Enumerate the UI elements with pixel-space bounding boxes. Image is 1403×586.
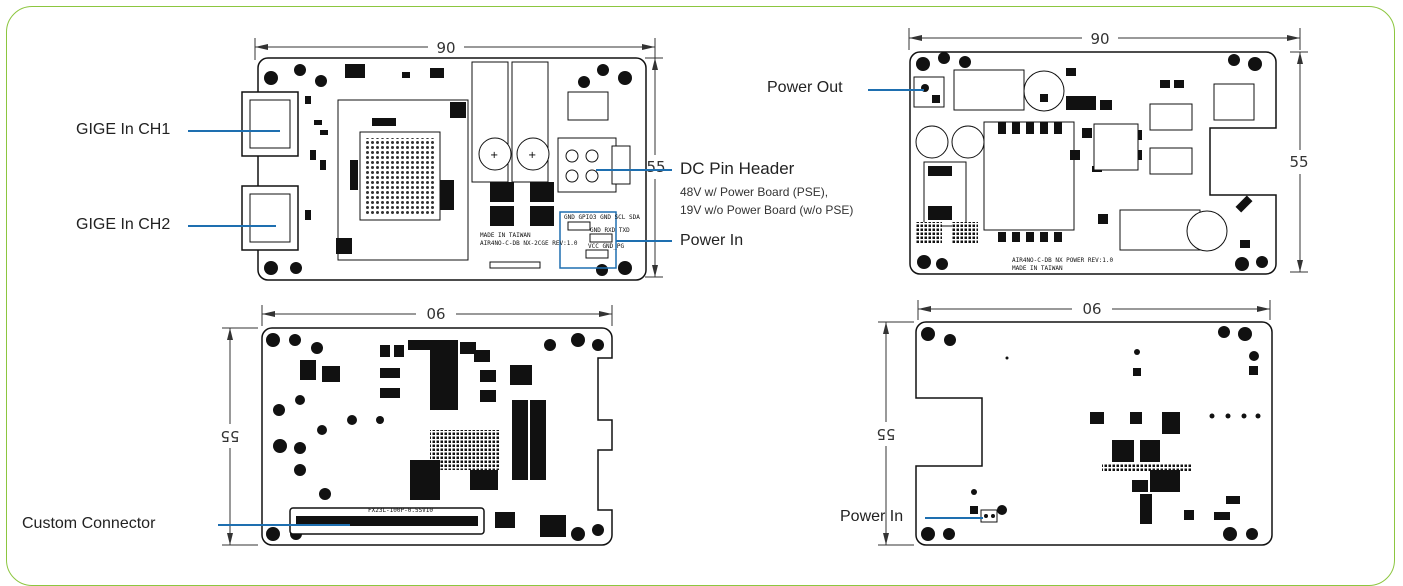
leader-gige-ch2: [188, 225, 276, 227]
power-board-bottom-view: 90 55: [874, 299, 1273, 546]
height-dimension-label-flipped: 55: [220, 427, 239, 445]
leader-custom-connector: [218, 524, 350, 526]
svg-text:+: +: [490, 150, 498, 161]
callout-power-out: Power Out: [767, 79, 843, 96]
main-board-top-view: 90 55 + +: [241, 38, 666, 281]
callout-custom-connector: Custom Connector: [22, 515, 156, 532]
leader-gige-ch1: [188, 130, 280, 132]
power-board-top-view: 90 55: [908, 28, 1310, 275]
leader-power-out: [868, 89, 924, 91]
callout-gige-ch2: GIGE In CH2: [76, 216, 171, 233]
main-board-made-in: MADE IN TAIWAN: [480, 232, 531, 239]
connector-silkscreen: FX23L-100P-0.5SV10: [368, 507, 433, 514]
callout-gige-ch1: GIGE In CH1: [76, 121, 171, 138]
callout-dc-pin-header: DC Pin Header: [680, 159, 795, 178]
callout-power-in-main: Power In: [680, 232, 744, 249]
width-dimension-label: 90: [436, 39, 455, 57]
leader-power-in-main: [616, 240, 672, 242]
width-dimension-label-flipped: 90: [426, 304, 445, 322]
power-board-made-in: MADE IN TAIWAN: [1012, 265, 1063, 272]
power-width-dimension-label-flipped: 90: [1082, 299, 1101, 317]
callout-dc-note-1: 48V w/ Power Board (PSE),: [680, 185, 829, 199]
header-silkscreen-2: GND RXD TXD: [590, 227, 630, 234]
main-board-bottom-view: 90 55 FX23L: [218, 304, 613, 546]
header-silkscreen: GND GPIO3 GND SCL SDA: [564, 214, 640, 221]
leader-dc-pin-header: [596, 169, 672, 171]
height-dimension-label: 55: [646, 158, 665, 176]
technical-drawing: 90 55 + +: [218, 28, 1310, 546]
svg-text:+: +: [528, 150, 536, 161]
main-board-rev: AIR4NO-C-DB NX-2CGE REV:1.0: [480, 240, 578, 247]
power-height-dimension-label-flipped: 55: [876, 425, 895, 443]
header-silkscreen-3: VCC GND_PG: [588, 243, 625, 250]
power-width-dimension-label: 90: [1090, 30, 1109, 48]
power-height-dimension-label: 55: [1289, 153, 1308, 171]
leader-power-in-power-board: [925, 517, 983, 519]
callout-dc-note-2: 19V w/o Power Board (w/o PSE): [680, 203, 854, 217]
callout-power-in-power-board: Power In: [840, 508, 904, 525]
power-board-rev: AIR4NO-C-DB NX POWER REV:1.0: [1012, 257, 1114, 264]
